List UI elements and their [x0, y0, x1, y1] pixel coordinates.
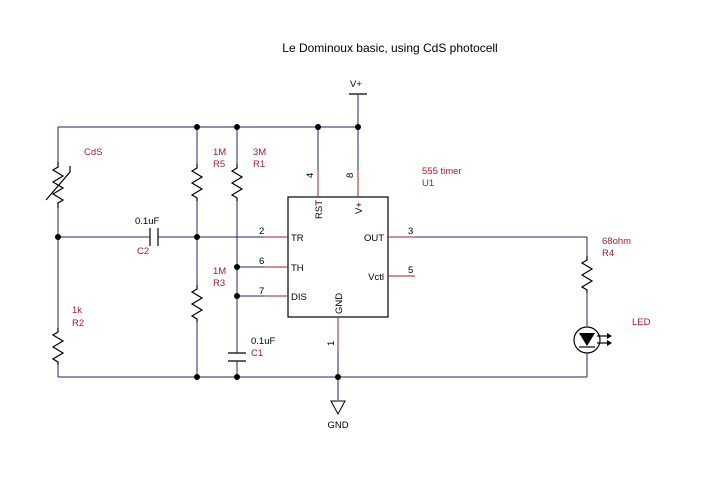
resistor-r2: 1k R2 — [51, 237, 84, 377]
led-label: LED — [632, 317, 651, 328]
junction-dots — [55, 124, 361, 380]
pin-gnd-num: 1 — [326, 341, 337, 346]
pin-dis-num: 7 — [259, 286, 264, 297]
cds-photocell: CdS — [45, 127, 102, 237]
pin-tr-num: 2 — [259, 226, 264, 237]
pin-th-name: TH — [291, 263, 304, 274]
cds-label: CdS — [84, 147, 102, 158]
ground-symbol: GND — [327, 400, 349, 431]
pin-vplus-num: 8 — [345, 173, 356, 178]
pin-rst-name: RST — [314, 200, 325, 219]
r4-value: 68ohm — [602, 236, 631, 247]
pin-tr-name: TR — [291, 233, 304, 244]
r5-value: 1M — [213, 147, 226, 158]
pin-gnd-name: GND — [334, 293, 345, 314]
gnd-label: GND — [327, 420, 348, 431]
pin-out-name: OUT — [364, 233, 384, 244]
ic-555-u1: TR TH DIS OUT Vctl RST V+ GND 2 6 7 3 5 … — [259, 166, 462, 350]
resistor-r3: 1M R3 — [190, 237, 226, 377]
led-diode: LED — [573, 317, 651, 377]
vplus-label: V+ — [350, 79, 362, 90]
pin-vctl-num: 5 — [408, 265, 413, 276]
r2-value: 1k — [72, 305, 82, 316]
resistor-r1: 3M R1 — [230, 127, 266, 267]
c1-ref: C1 — [251, 348, 263, 359]
pin-vplus-name: V+ — [354, 202, 365, 214]
c2-ref: C2 — [137, 246, 149, 257]
r3-ref: R3 — [213, 278, 225, 289]
r5-ref: R5 — [213, 159, 225, 170]
r1-value: 3M — [253, 147, 266, 158]
r3-value: 1M — [213, 266, 226, 277]
r1-ref: R1 — [253, 159, 265, 170]
vplus-supply: V+ — [349, 79, 367, 127]
diagram-title: Le Dominoux basic, using CdS photocell — [282, 41, 497, 55]
resistor-r5: 1M R5 — [190, 127, 226, 237]
r4-ref: R4 — [602, 248, 614, 259]
u1-value: 555 timer — [422, 166, 462, 177]
u1-ref: U1 — [422, 178, 434, 189]
capacitor-c2: 0.1uF C2 — [135, 216, 197, 257]
pin-out-num: 3 — [408, 226, 413, 237]
r2-ref: R2 — [72, 318, 84, 329]
c1-value: 0.1uF — [251, 336, 275, 347]
pin-vctl-name: Vctl — [368, 272, 384, 283]
pin-dis-name: DIS — [291, 292, 307, 303]
pin-rst-num: 4 — [305, 173, 316, 178]
capacitor-c1: 0.1uF C1 — [228, 336, 275, 377]
pin-th-num: 6 — [259, 256, 264, 267]
c2-value: 0.1uF — [135, 216, 159, 227]
resistor-r4: 68ohm R4 — [580, 236, 631, 326]
